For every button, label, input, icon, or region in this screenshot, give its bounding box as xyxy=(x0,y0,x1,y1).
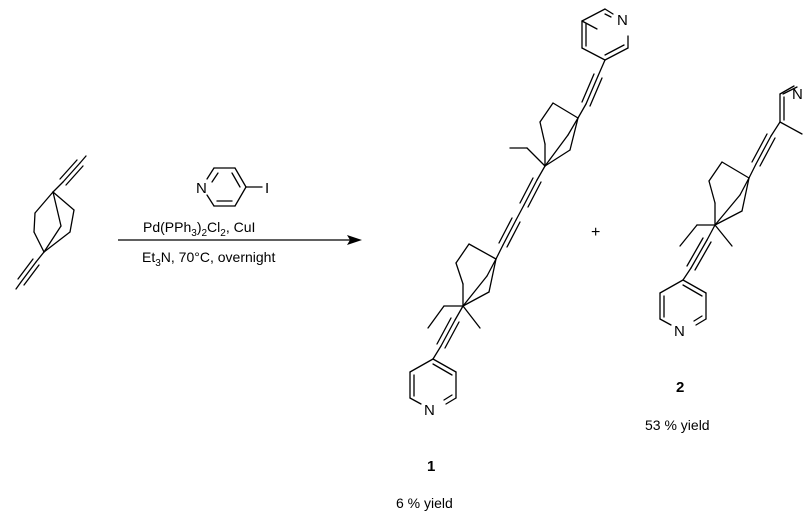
product-2-number: 2 xyxy=(676,379,684,396)
reagent-nitrogen-label: N xyxy=(196,180,207,197)
reagent-iodine-label: I xyxy=(265,180,269,197)
product-1-nitrogen-top: N xyxy=(617,12,628,29)
plus-sign: + xyxy=(591,224,600,241)
product-2-nitrogen-bottom: N xyxy=(674,323,685,340)
base-conditions: Et3N, 70°C, overnight xyxy=(142,249,275,269)
product-2-structure: N N xyxy=(659,85,803,340)
product-2-yield: 53 % yield xyxy=(645,417,710,433)
product-1-yield: 6 % yield xyxy=(396,495,453,511)
catalyst-conditions: Pd(PPh3)2Cl2, CuI xyxy=(143,219,255,239)
reaction-arrow xyxy=(118,235,362,245)
iodopyridine-reagent: N I xyxy=(196,167,269,207)
product-1-nitrogen-bottom: N xyxy=(424,402,435,419)
starting-material xyxy=(15,155,87,290)
product-1-number: 1 xyxy=(427,458,435,475)
product-1-structure: N xyxy=(409,8,629,419)
product-2-nitrogen-top: N xyxy=(792,86,803,103)
